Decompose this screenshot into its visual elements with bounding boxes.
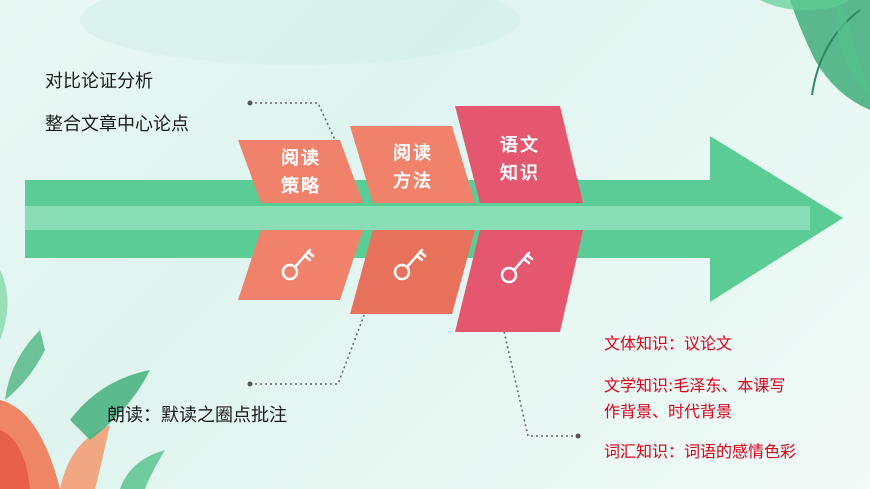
step-1-line1: 阅读 xyxy=(281,148,321,169)
step-3-label: 语文 知识 xyxy=(481,132,559,188)
key-icon xyxy=(500,251,534,284)
arrow-center-bar xyxy=(25,206,810,230)
note-literature-knowledge-2: 作背景、时代背景 xyxy=(604,402,733,421)
note-genre-knowledge: 文体知识：议论文 xyxy=(604,334,733,353)
note-contrast-argument: 对比论证分析 xyxy=(45,71,153,92)
note-vocabulary-knowledge: 词汇知识：词语的感情色彩 xyxy=(604,442,797,461)
step-3-bottom-shape xyxy=(455,230,583,332)
note-literature-knowledge-1: 文学知识:毛泽东、本课写 xyxy=(604,376,786,395)
step-1-line2: 策略 xyxy=(281,176,321,197)
step-1-bottom-shape xyxy=(238,230,363,300)
step-2-top-shape xyxy=(350,126,475,203)
step-2-label: 阅读 方法 xyxy=(374,140,452,196)
step-3-top-shape xyxy=(455,106,583,203)
note-central-argument: 整合文章中心论点 xyxy=(45,114,189,135)
key-icon xyxy=(393,248,427,281)
key-icon xyxy=(281,248,315,281)
step-2-bottom-shape xyxy=(350,230,475,314)
step-1-top-shape xyxy=(238,140,363,203)
palm-leaf-top-right xyxy=(760,0,870,110)
step-2-line1: 阅读 xyxy=(393,143,433,164)
step-2-line2: 方法 xyxy=(393,171,433,192)
leaves-bottom-left xyxy=(0,270,165,489)
step-1-label: 阅读 策略 xyxy=(262,145,340,201)
connectors xyxy=(250,102,578,437)
step-3-line1: 语文 xyxy=(500,135,540,156)
step-3-line2: 知识 xyxy=(500,163,540,184)
note-reading-method: 朗读：默读之圈点批注 xyxy=(107,405,287,426)
